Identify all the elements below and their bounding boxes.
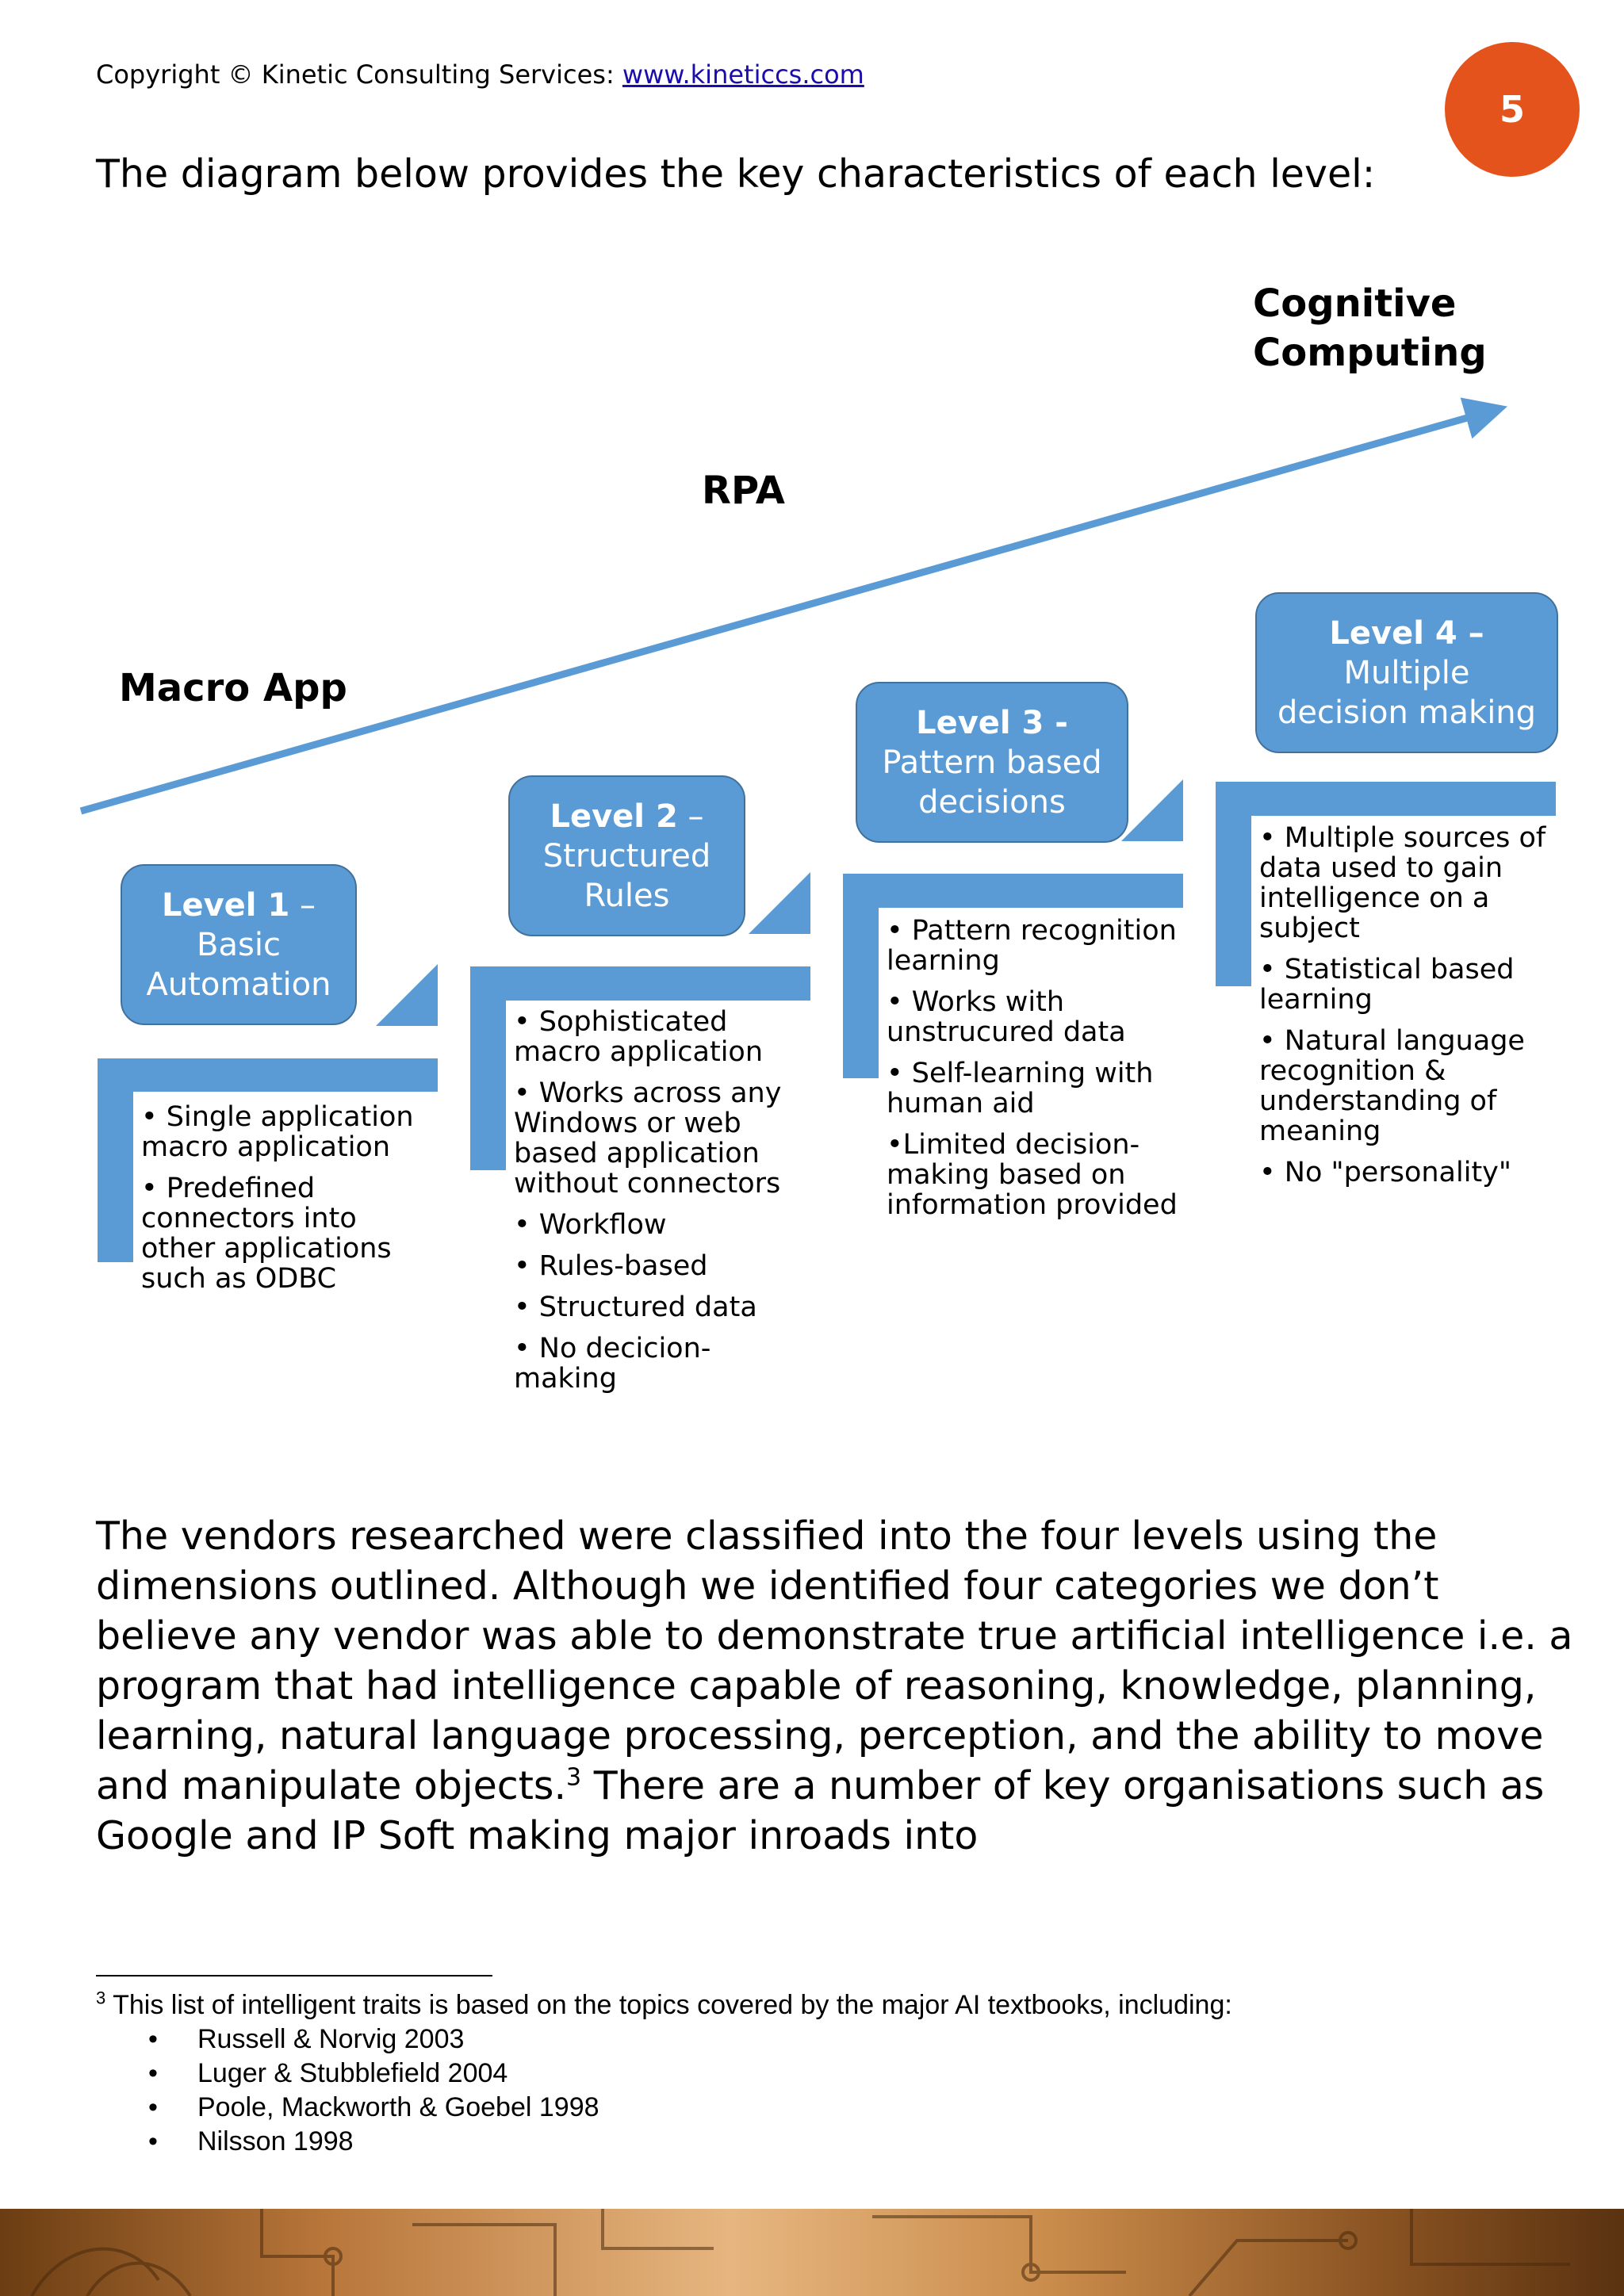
footer-decorative-band [0,2209,1624,2296]
level-1-title: Level 1 [162,887,289,924]
list-item: • Structured data [514,1292,807,1322]
list-item: • Natural language recognition & underst… [1259,1026,1565,1146]
level-1-name-line-2: Automation [147,965,331,1004]
list-item: • Sophisticated macro application [514,1007,807,1067]
level-3-triangle [1121,779,1183,841]
cognitive-computing-label: Cognitive Computing [1253,279,1487,377]
level-2-name-line-2: Rules [584,876,670,916]
list-item: • No "personality" [1259,1158,1565,1188]
list-item: Poole, Mackworth & Goebel 1998 [96,2091,1587,2125]
list-item: • Predefined connectors into other appli… [141,1173,435,1294]
footnote-divider [96,1975,492,1976]
level-4-title: Level 4 – [1329,615,1484,652]
level-2-box: Level 2 – Structured Rules [508,775,745,936]
cognitive-label-line-2: Computing [1253,328,1487,377]
copyright-text: Copyright © Kinetic Consulting Services: [96,59,622,90]
list-item: Russell & Norvig 2003 [96,2022,1587,2057]
level-2-characteristics: • Sophisticated macro application • Work… [514,1007,807,1405]
footnote-reference[interactable]: 3 [566,1764,581,1792]
level-3-name-line-2: decisions [918,783,1066,822]
level-1-box: Level 1 – Basic Automation [121,864,357,1025]
level-1-name-line-1: Basic [197,925,281,965]
level-1-separator: – [289,887,316,924]
level-2-separator: – [678,798,704,835]
body-paragraph: The vendors researched were classified i… [96,1511,1587,1861]
level-4-name-line-2: decision making [1277,693,1536,733]
list-item: Nilsson 1998 [96,2125,1587,2159]
list-item: • Statistical based learning [1259,955,1565,1015]
level-3-name-line-1: Pattern based [882,743,1101,783]
level-2-triangle [749,872,810,934]
macro-app-label: Macro App [119,664,347,713]
level-4-name-line-1: Multiple [1344,653,1470,693]
level-4-box: Level 4 – Multiple decision making [1255,592,1558,753]
list-item: • No decicion-making [514,1334,807,1394]
list-item: • Workflow [514,1210,807,1240]
level-3-title: Level 3 - [916,705,1068,741]
list-item: • Self-learning with human aid [887,1058,1188,1119]
level-1-characteristics: • Single application macro application •… [141,1102,435,1305]
level-4-characteristics: • Multiple sources of data used to gain … [1259,823,1565,1199]
footnote: 3 This list of intelligent traits is bas… [96,1988,1587,2159]
intro-sentence: The diagram below provides the key chara… [96,151,1375,198]
footnote-number: 3 [96,1988,105,2008]
level-3-box: Level 3 - Pattern based decisions [856,682,1128,843]
list-item: • Works with unstrucured data [887,987,1188,1047]
list-item: • Single application macro application [141,1102,435,1162]
list-item: • Works across any Windows or web based … [514,1078,807,1199]
level-2-title: Level 2 [550,798,677,835]
list-item: •Limited decision-making based on inform… [887,1130,1188,1220]
footnote-text: This list of intelligent traits is based… [105,1990,1232,2020]
copyright-line: Copyright © Kinetic Consulting Services:… [96,59,864,90]
cognitive-label-line-1: Cognitive [1253,279,1487,328]
level-3-characteristics: • Pattern recognition learning • Works w… [887,916,1188,1231]
list-item: • Rules-based [514,1251,807,1281]
page-number-badge: 5 [1445,42,1580,177]
list-item: Luger & Stubblefield 2004 [96,2057,1587,2091]
level-1-triangle [376,964,438,1026]
rpa-label: RPA [702,466,785,515]
circuit-pattern-decoration [0,2209,1624,2296]
list-item: • Pattern recognition learning [887,916,1188,976]
level-2-name-line-1: Structured [543,836,710,876]
textbook-list: Russell & Norvig 2003 Luger & Stubblefie… [96,2022,1587,2159]
list-item: • Multiple sources of data used to gain … [1259,823,1565,943]
website-link[interactable]: www.kineticcs.com [622,59,864,90]
